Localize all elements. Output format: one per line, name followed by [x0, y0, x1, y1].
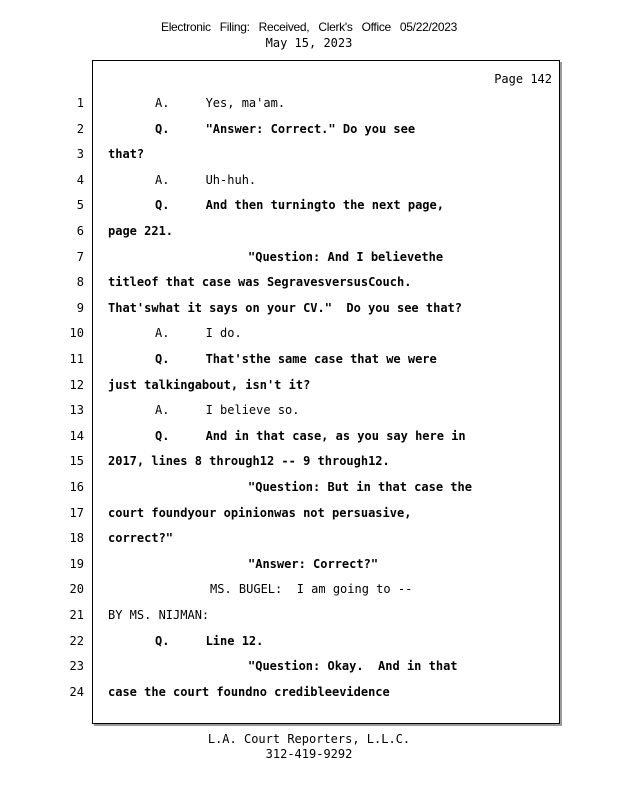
- transcript-page-frame: [92, 60, 560, 724]
- line-text: "Question: Okay. And in that: [248, 659, 458, 674]
- line-text: A. I believe so.: [155, 403, 300, 418]
- line-number: 19: [69, 556, 84, 571]
- reporter-company: L.A. Court Reporters, L.L.C.: [207, 732, 411, 746]
- transcript-line: 12 just talkingabout, isn't it?: [0, 378, 618, 400]
- line-text: correct?": [108, 531, 174, 546]
- line-text: court foundyour opinionwas not persuasiv…: [108, 505, 412, 520]
- line-number: 14: [69, 428, 84, 443]
- line-number: 6: [76, 224, 84, 238]
- line-number: 13: [69, 403, 84, 418]
- line-text: BY MS. NIJMAN:: [108, 608, 210, 622]
- line-number: 7: [76, 249, 84, 264]
- transcript-line: 10 A. I do.: [0, 326, 618, 348]
- line-number: 8: [76, 275, 84, 290]
- transcript-line: 1 A. Yes, ma'am.: [0, 96, 618, 118]
- line-text: Q. And then turningto the next page,: [155, 198, 444, 213]
- line-text: "Question: And I believethe: [248, 249, 444, 264]
- line-text: case the court foundno credibleevidence: [108, 684, 390, 699]
- line-text: just talkingabout, isn't it?: [108, 377, 311, 392]
- transcript-line: 23 "Question: Okay. And in that: [0, 659, 618, 681]
- transcript-line: 9 That'swhat it says on your CV." Do you …: [0, 301, 618, 323]
- line-number: 10: [69, 326, 84, 341]
- line-text: Q. Line 12.: [155, 633, 264, 648]
- transcript-line: 21 BY MS. NIJMAN:: [0, 608, 618, 630]
- line-number: 24: [69, 684, 84, 699]
- line-number: 9: [76, 300, 84, 315]
- transcript-line: 24 case the court foundno credibleevidenc…: [0, 685, 618, 707]
- reporter-phone: 312-419-9292: [265, 747, 353, 761]
- line-number: 2: [76, 121, 84, 136]
- line-number: 11: [69, 352, 84, 366]
- line-number: 23: [69, 659, 84, 674]
- transcript-line: 11 Q. That'sthe same case that we were: [0, 352, 618, 374]
- line-text: titleof that case was SegravesversusCouc…: [108, 275, 412, 290]
- line-text: A. I do.: [155, 326, 242, 341]
- line-number: 21: [69, 608, 84, 622]
- transcript-line: 19 "Answer: Correct?": [0, 557, 618, 579]
- transcript-line: 13 A. I believe so.: [0, 403, 618, 425]
- page-number: Page 142: [494, 72, 552, 86]
- transcript-line: 8 titleof that case was SegravesversusCou…: [0, 275, 618, 297]
- line-text: That'swhat it says on your CV." Do you s…: [108, 300, 463, 315]
- transcript-line: 20 MS. BUGEL: I am going to --: [0, 582, 618, 604]
- line-number: 16: [69, 480, 84, 494]
- line-text: "Answer: Correct?": [248, 556, 379, 571]
- line-text: A. Uh-huh.: [155, 172, 257, 187]
- filing-stamp: Electronic Filing: Received, Clerk's Off…: [160, 20, 457, 34]
- transcript-line: 5 Q. And then turningto the next page,: [0, 198, 618, 220]
- line-text: MS. BUGEL: I am going to --: [210, 582, 413, 597]
- transcript-line: 18 correct?": [0, 531, 618, 553]
- transcript-line: 4 A. Uh-huh.: [0, 173, 618, 195]
- line-text: Q. "Answer: Correct." Do you see: [155, 121, 416, 136]
- deposition-date: May 15, 2023: [265, 36, 353, 50]
- line-number: 1: [76, 96, 84, 110]
- transcript-line: 2 Q. "Answer: Correct." Do you see: [0, 122, 618, 144]
- line-number: 5: [76, 198, 84, 213]
- line-number: 22: [69, 633, 84, 648]
- line-number: 12: [69, 377, 84, 392]
- line-text: A. Yes, ma'am.: [155, 96, 286, 110]
- transcript-line: 15 2017, lines 8 through12 -- 9 through12…: [0, 454, 618, 476]
- line-text: that?: [108, 147, 145, 162]
- transcript-line: 6 page 221.: [0, 224, 618, 246]
- transcript-line: 17 court foundyour opinionwas not persuas…: [0, 506, 618, 528]
- transcript-line: 7 "Question: And I believethe: [0, 250, 618, 272]
- transcript-line: 16 "Question: But in that case the: [0, 480, 618, 502]
- transcript-line: 22 Q. Line 12.: [0, 634, 618, 656]
- transcript-line: 3 that?: [0, 147, 618, 169]
- line-text: Q. And in that case, as you say here in: [155, 428, 466, 443]
- line-text: 2017, lines 8 through12 -- 9 through12.: [108, 454, 390, 469]
- line-number: 17: [69, 505, 84, 520]
- line-text: "Question: But in that case the: [248, 480, 472, 494]
- line-number: 20: [69, 582, 84, 597]
- transcript-line: 14 Q. And in that case, as you say here i…: [0, 429, 618, 451]
- line-text: Q. That'sthe same case that we were: [155, 352, 437, 366]
- line-number: 15: [69, 454, 84, 469]
- line-number: 18: [69, 531, 84, 546]
- footer: L.A. Court Reporters, L.L.C. 312-419-929…: [0, 732, 618, 762]
- line-text: page 221.: [108, 224, 174, 238]
- line-number: 3: [76, 147, 84, 162]
- line-number: 4: [76, 172, 84, 187]
